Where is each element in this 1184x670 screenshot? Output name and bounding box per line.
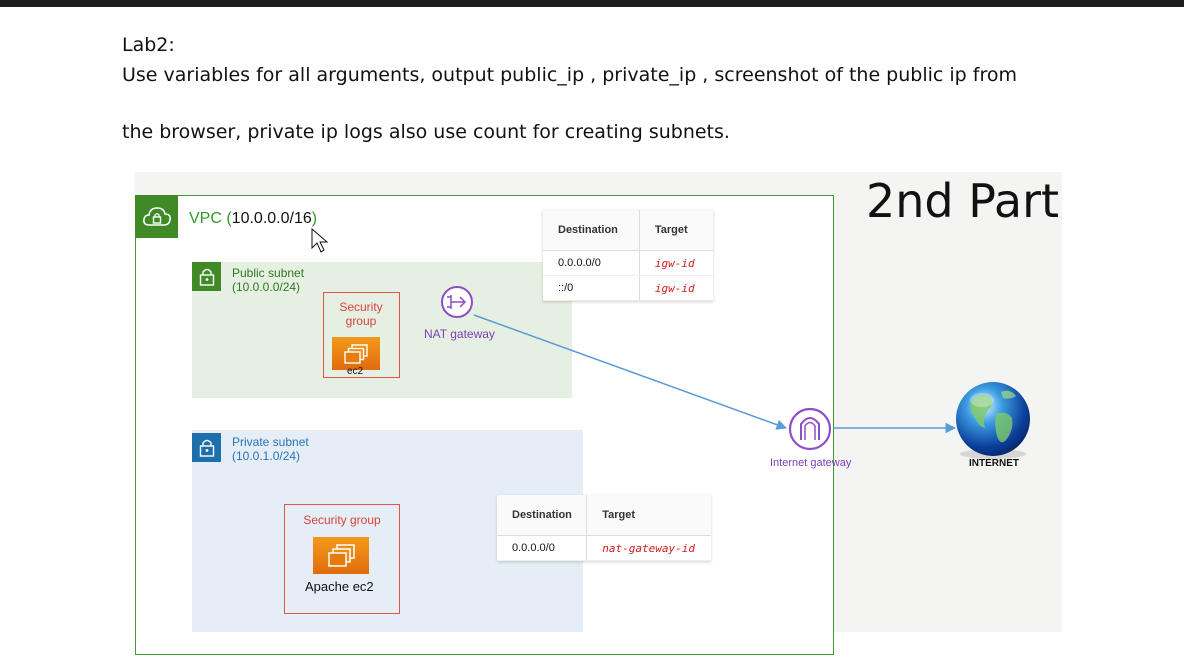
public-route-table-header-destination: Destination: [543, 210, 640, 251]
internet-gateway-label: Internet gateway: [770, 457, 852, 469]
nat-to-igw-arrow: [473, 314, 787, 430]
nat-gateway-icon: [441, 286, 473, 318]
part-title: 2nd Part: [866, 174, 1060, 228]
mouse-cursor-icon: [311, 227, 329, 253]
private-subnet-cidr: (10.0.1.0/24): [232, 449, 301, 463]
public-security-group: [323, 292, 400, 378]
public-subnet-name: Public subnet: [232, 266, 305, 280]
route-destination: 0.0.0.0/0: [497, 535, 587, 561]
vpc-label-suffix: ): [311, 210, 318, 227]
private-security-group: [284, 504, 400, 614]
public-security-group-label-line1: Security: [339, 300, 383, 314]
private-route-table-header-target: Target: [586, 495, 711, 536]
vpc-cloud-lock-icon: [135, 195, 178, 238]
public-route-table: Destination Target 0.0.0.0/0 igw-id ::/0…: [543, 210, 713, 301]
top-bar: [0, 0, 1184, 7]
public-ec2-label: ec2: [347, 366, 364, 377]
lab-title: Lab2:: [122, 34, 175, 56]
vpc-cidr: 10.0.0.0/16: [231, 210, 312, 227]
lab-instruction-line-2: the browser, private ip logs also use co…: [122, 121, 730, 143]
public-security-group-label-line2: group: [345, 314, 377, 328]
public-route-table-header: Destination Target: [543, 210, 713, 251]
internet-label: INTERNET: [969, 458, 1019, 469]
globe-icon: [956, 382, 1030, 459]
route-destination: 0.0.0.0/0: [543, 250, 640, 276]
route-target: igw-id: [638, 250, 713, 276]
public-subnet-lock-icon: [192, 262, 221, 291]
vpc-label-prefix: VPC (: [189, 210, 232, 227]
private-subnet-lock-icon: [192, 433, 221, 462]
internet-gateway-icon: [788, 407, 832, 451]
private-route-table-header: Destination Target: [497, 495, 711, 536]
lab-instruction-line-1: Use variables for all arguments, output …: [122, 64, 1017, 86]
table-row: ::/0 igw-id: [543, 275, 713, 301]
route-target: igw-id: [638, 275, 713, 301]
table-row: 0.0.0.0/0 igw-id: [543, 250, 713, 276]
private-subnet-label: Private subnet (10.0.1.0/24): [232, 435, 309, 463]
apache-ec2-label: Apache ec2: [305, 579, 374, 594]
public-security-group-label: Security group: [326, 300, 396, 328]
public-subnet-cidr: (10.0.0.0/24): [232, 280, 301, 294]
ec2-instances-icon: [332, 337, 380, 370]
public-subnet-area: [192, 262, 572, 398]
route-destination: ::/0: [543, 275, 640, 301]
nat-gateway-label: NAT gateway: [424, 327, 495, 341]
private-route-table-header-destination: Destination: [497, 495, 587, 536]
private-security-group-label: Security group: [303, 513, 381, 527]
private-subnet-name: Private subnet: [232, 435, 309, 449]
table-row: 0.0.0.0/0 nat-gateway-id: [497, 535, 711, 561]
vpc-label: VPC (10.0.0.0/16): [189, 210, 317, 228]
public-subnet-label: Public subnet (10.0.0.0/24): [232, 266, 304, 294]
apache-ec2-instances-icon: [313, 537, 369, 574]
private-route-table: Destination Target 0.0.0.0/0 nat-gateway…: [497, 495, 711, 561]
route-target: nat-gateway-id: [586, 535, 711, 561]
public-route-table-header-target: Target: [638, 210, 713, 251]
